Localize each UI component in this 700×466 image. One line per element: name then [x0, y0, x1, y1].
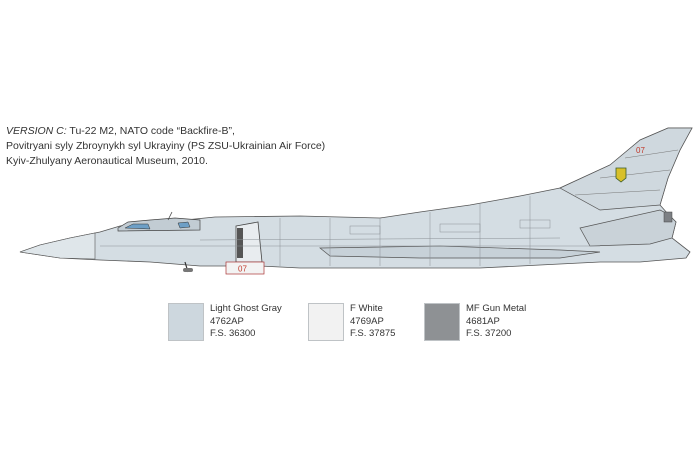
- caption-line-2: Povitryani syly Zbroynykh syl Ukrayiny (…: [6, 140, 326, 152]
- swatch-name: F White: [350, 303, 383, 314]
- swatch-code: 4762AP: [210, 315, 244, 327]
- caption-line-3: Kyiv-Zhulyany Aeronautical Museum, 2010.: [6, 155, 208, 167]
- canopy-window-rear: [177, 221, 191, 229]
- swatch-fs: F.S. 36300: [210, 328, 256, 339]
- nose-code-panel: [225, 261, 265, 275]
- color-chip: [308, 303, 344, 341]
- aircraft-profile-illustration: 07 07: [19, 127, 693, 275]
- swatch-code: 4681AP: [466, 315, 500, 327]
- swatch-code: 4769AP: [350, 315, 384, 327]
- color-chip: [168, 303, 204, 341]
- ukrainian-trident-emblem: [615, 167, 627, 183]
- swatch-name: Light Ghost Gray: [210, 303, 282, 314]
- color-chip: [424, 303, 460, 341]
- nose-code: 07: [238, 265, 247, 274]
- engine-nacelle: [579, 209, 677, 247]
- nose-cone: [19, 232, 96, 260]
- version-caption: VERSION C: Tu-22 M2, NATO code “Backfire…: [6, 124, 325, 169]
- swatch-name: MF Gun Metal: [466, 303, 527, 314]
- aircraft-designation: Tu-22 M2, NATO code “Backfire-B”,: [66, 125, 235, 137]
- swatch-fs: F.S. 37875: [350, 328, 396, 339]
- caption-line-1: VERSION C: Tu-22 M2, NATO code “Backfire…: [6, 124, 325, 139]
- tail-code: 07: [636, 146, 645, 155]
- swatch-fs: F.S. 37200: [466, 328, 512, 339]
- version-label: VERSION C:: [6, 125, 67, 137]
- canopy-window: [124, 223, 151, 230]
